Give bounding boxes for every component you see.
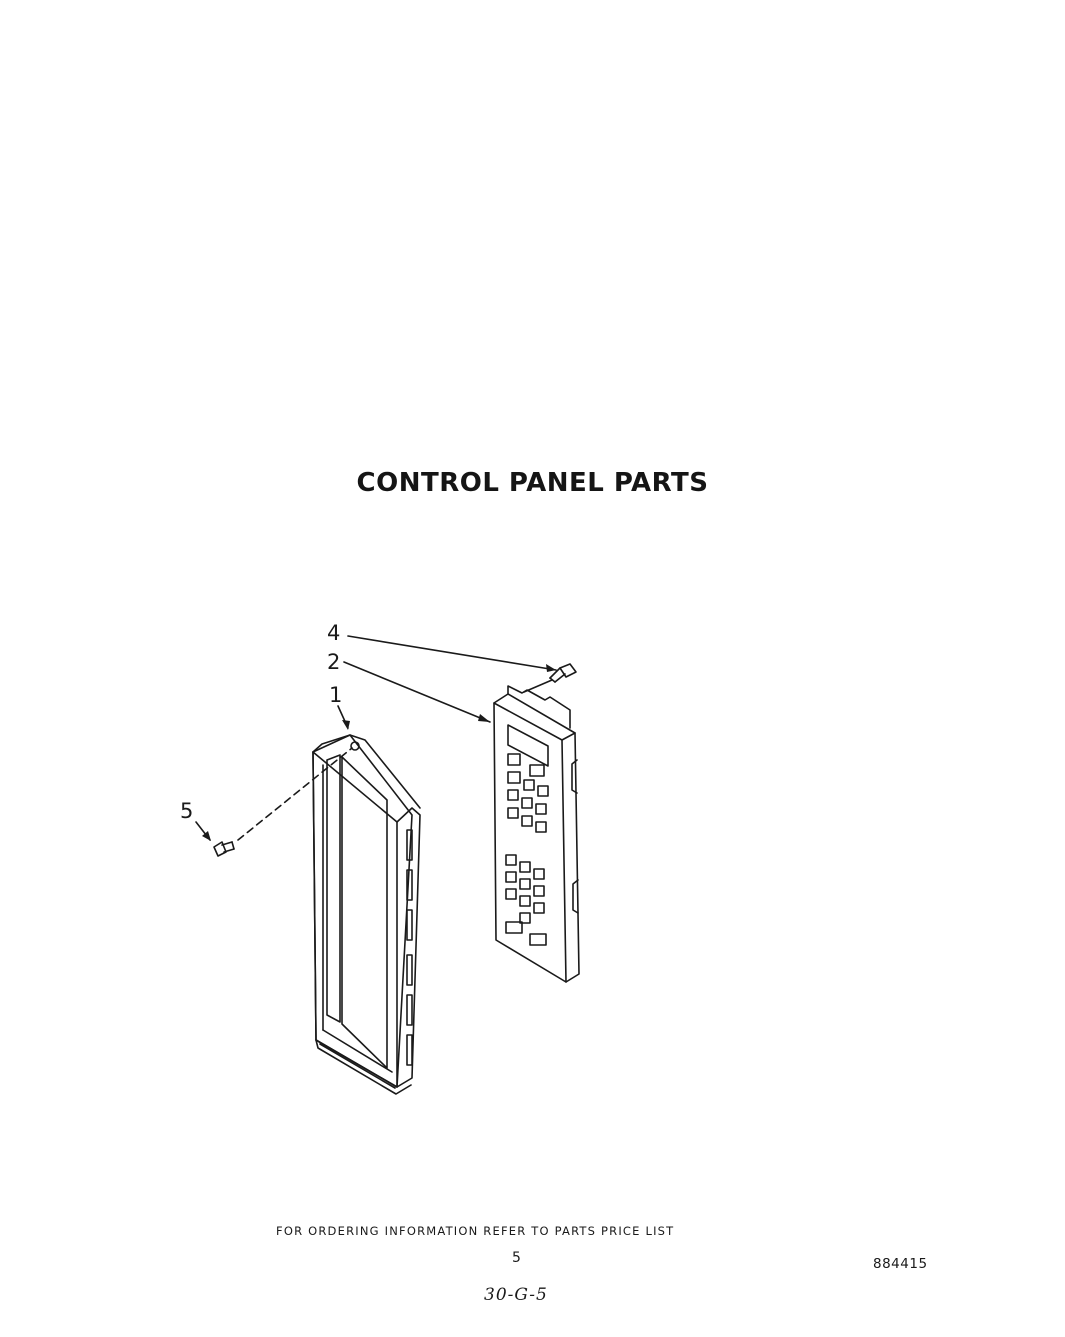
arrowhead-2	[478, 714, 490, 722]
callout-part-2: 2	[327, 650, 340, 674]
touch-keypad-panel	[493, 685, 580, 983]
screw-path-dashed	[237, 747, 353, 841]
callout-part-4: 4	[327, 621, 340, 645]
arrowhead-5	[202, 831, 211, 841]
arrowhead-4	[546, 664, 556, 672]
callout-part-1: 1	[329, 683, 342, 707]
page-number: 5	[512, 1250, 521, 1266]
control-panel-frame	[312, 734, 421, 1095]
handwritten-code: 30-G-5	[484, 1285, 548, 1305]
leader-line-2	[343, 661, 491, 723]
callout-part-5: 5	[180, 799, 193, 823]
leader-line-4	[347, 635, 557, 671]
screw-part-4	[549, 663, 577, 683]
page-title: CONTROL PANEL PARTS	[356, 468, 709, 498]
document-number: 884415	[873, 1256, 928, 1272]
ordering-info-note: FOR ORDERING INFORMATION REFER TO PARTS …	[276, 1224, 675, 1238]
arrowhead-1	[342, 720, 350, 730]
screw-path-4	[523, 679, 553, 693]
screw-part-5	[213, 841, 235, 857]
